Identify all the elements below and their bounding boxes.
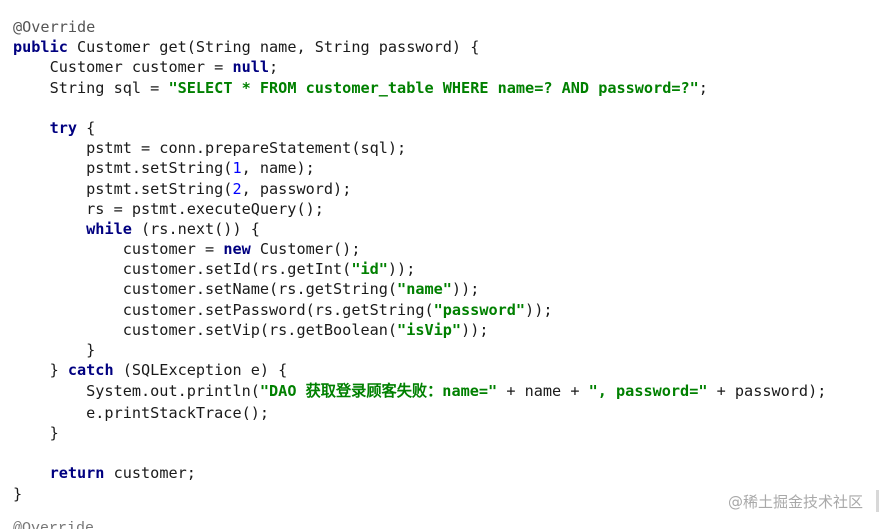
code-token: customer.setPassword(rs.getString( — [13, 300, 434, 319]
code-token: "DAO — [259, 382, 306, 401]
code-token: , name); — [241, 159, 315, 178]
code-token: } — [13, 361, 68, 380]
code-token: customer.setVip(rs.getBoolean( — [13, 320, 398, 339]
scrollbar-edge[interactable] — [876, 490, 879, 512]
code-token: "password" — [433, 300, 526, 319]
code-line: } — [13, 484, 826, 504]
code-token: customer; — [104, 464, 196, 483]
code-token: System.out.println( — [13, 382, 260, 401]
code-token: ", password=" — [588, 382, 708, 401]
code-token: Customer get(String name, String passwor… — [67, 38, 480, 57]
code-token: String sql = — [13, 78, 169, 97]
code-token: "isVip" — [397, 320, 462, 339]
code-line — [13, 443, 826, 463]
code-line: customer.setId(rs.getInt("id")); — [13, 259, 826, 279]
code-line: customer.setName(rs.getString("name")); — [13, 279, 826, 299]
code-line: customer.setVip(rs.getBoolean("isVip")); — [13, 320, 826, 340]
code-token: return — [49, 464, 105, 483]
code-token: while — [86, 219, 132, 238]
code-token — [13, 220, 86, 238]
code-line: Customer customer = null; — [13, 57, 826, 77]
code-line: System.out.println("DAO 获取登录顾客失败：name=" … — [13, 380, 826, 403]
code-token: (rs.next()) { — [131, 219, 260, 238]
code-line: } — [13, 340, 826, 360]
code-token: customer.setId(rs.getInt( — [13, 260, 352, 279]
code-token: } — [13, 484, 23, 503]
code-token: customer = — [13, 240, 224, 259]
code-token: e.printStackTrace(); — [13, 403, 270, 422]
code-token: catch — [67, 361, 114, 380]
code-token: (SQLException e) { — [113, 361, 288, 380]
code-token: @Override — [13, 18, 96, 36]
code-token: "id" — [351, 260, 388, 279]
code-line: try { — [13, 118, 826, 138]
code-line: @Override — [13, 17, 826, 37]
code-token: 获取登录顾客失败： — [305, 382, 443, 401]
code-line: } — [13, 423, 826, 443]
code-token: } — [13, 341, 96, 359]
code-token: 1 — [232, 159, 242, 178]
code-token: "name" — [397, 280, 452, 299]
code-line: return customer; — [13, 463, 826, 483]
code-token: )); — [387, 260, 416, 279]
code-line: String sql = "SELECT * FROM customer_tab… — [13, 78, 826, 98]
code-token: pstmt.setString( — [13, 179, 233, 198]
code-line: } catch (SQLException e) { — [13, 360, 826, 380]
code-token: Customer customer = — [13, 58, 233, 77]
code-line: pstmt.setString(2, password); — [13, 179, 826, 199]
code-token — [13, 464, 50, 482]
code-token: ; — [698, 78, 708, 97]
code-token: )); — [461, 320, 489, 339]
code-token: "SELECT * FROM customer_table WHERE name… — [168, 78, 699, 97]
code-token: public — [13, 38, 68, 57]
code-token: + password); — [707, 382, 827, 401]
site-watermark: @稀土掘金技术社区 — [727, 493, 863, 511]
code-line — [13, 98, 826, 118]
code-token: Customer(); — [250, 240, 361, 259]
code-token: new — [223, 240, 251, 259]
code-token: pstmt = conn.prepareStatement(sql); — [13, 139, 407, 158]
code-token — [13, 119, 50, 137]
code-token: ; — [269, 58, 279, 77]
code-token: pstmt.setString( — [13, 159, 233, 178]
code-line: pstmt = conn.prepareStatement(sql); — [13, 138, 826, 158]
code-line: e.printStackTrace(); — [13, 403, 826, 423]
code-token: name=" — [442, 382, 498, 401]
code-line: pstmt.setString(1, name); — [13, 158, 826, 178]
code-token: { — [77, 118, 96, 137]
code-token: + name + — [497, 382, 589, 401]
code-token: rs = pstmt.executeQuery(); — [13, 199, 324, 218]
truncated-next-line: @Override — [13, 521, 94, 529]
code-token: try — [49, 118, 78, 137]
code-token: , password); — [241, 179, 352, 198]
code-token: )); — [451, 280, 480, 299]
code-token: 2 — [232, 179, 242, 198]
code-token: customer.setName(rs.getString( — [13, 280, 398, 299]
code-line: customer.setPassword(rs.getString("passw… — [13, 300, 826, 320]
code-token: )); — [525, 300, 553, 319]
code-line: while (rs.next()) { — [13, 219, 826, 239]
code-line: public Customer get(String name, String … — [13, 37, 826, 57]
code-line: rs = pstmt.executeQuery(); — [13, 199, 826, 219]
code-token: } — [13, 424, 59, 443]
code-line: customer = new Customer(); — [13, 239, 826, 259]
code-token: null — [232, 58, 270, 77]
